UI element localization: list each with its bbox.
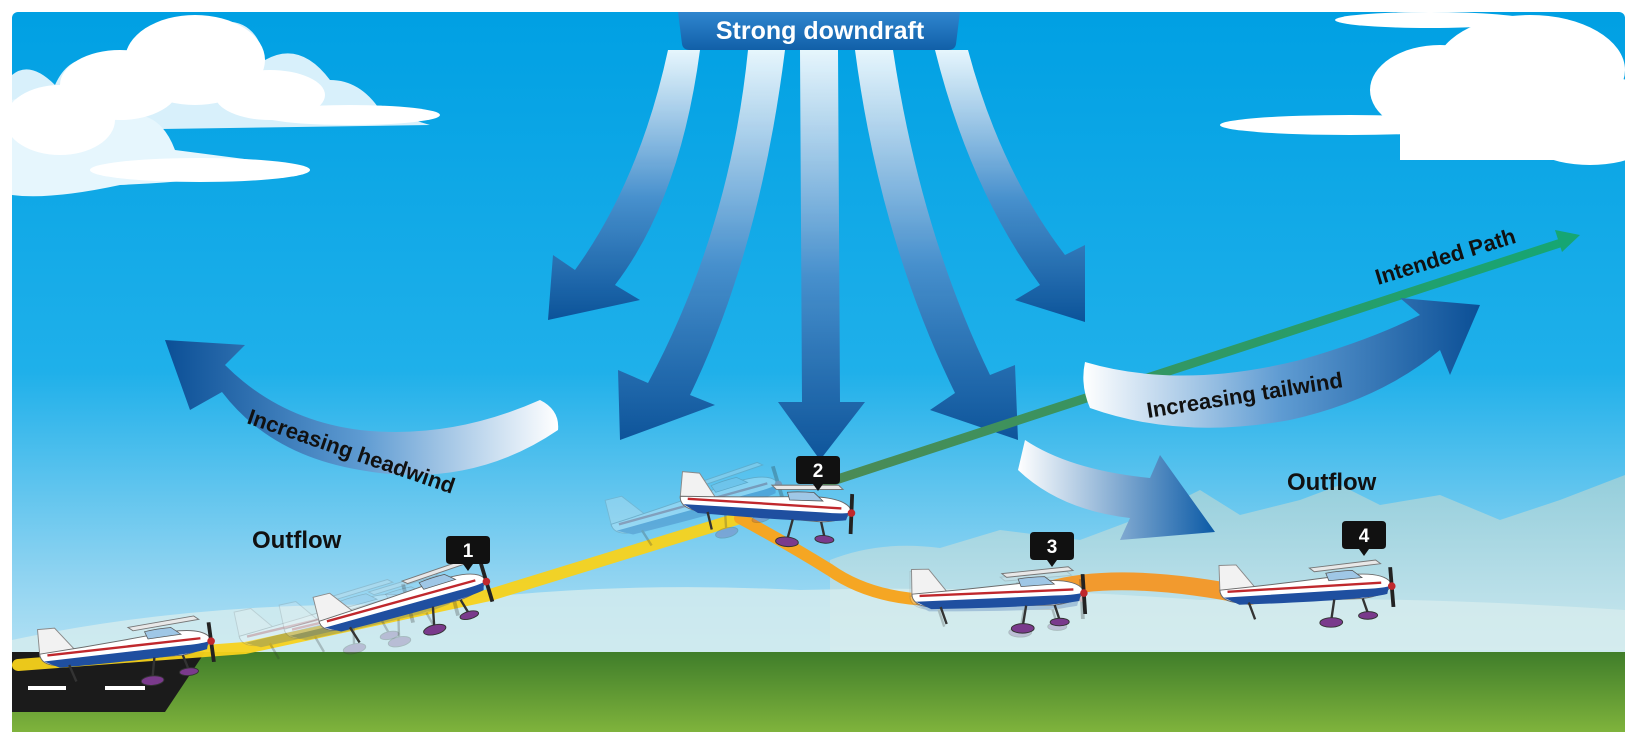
ground — [12, 652, 1625, 732]
downdraft-arrow-icon — [618, 50, 785, 440]
downdraft-arrow-icon — [548, 50, 700, 320]
airplane-icon — [911, 566, 1088, 634]
outflow-label-right: Outflow — [1287, 469, 1377, 496]
runway-marking — [105, 686, 145, 690]
downdraft-arrow-icon — [778, 50, 865, 460]
runway-marking — [28, 686, 66, 690]
airplane-icon — [1218, 559, 1396, 628]
position-badge-label: 4 — [1359, 526, 1370, 547]
cloud-icon — [5, 15, 440, 197]
position-badge-2: 2 — [796, 456, 840, 491]
position-badge-4: 4 — [1342, 521, 1386, 556]
airplane-icon — [679, 471, 856, 548]
downdraft-arrow-icon — [855, 50, 1018, 440]
tailwind-arrow: Increasing tailwind — [1083, 298, 1480, 428]
position-badge-label: 2 — [813, 461, 824, 482]
outflow-arrow — [1018, 440, 1215, 540]
position-badge-1: 1 — [446, 536, 490, 571]
downdraft-arrow-icon — [935, 50, 1085, 322]
position-badge-label: 3 — [1047, 537, 1058, 558]
airplane-icon — [37, 615, 216, 686]
flight-path-segment — [734, 512, 936, 606]
outflow-label-left: Outflow — [252, 527, 342, 554]
position-badge-label: 1 — [463, 541, 474, 562]
position-badge-3: 3 — [1030, 532, 1074, 567]
downdraft-arrows — [548, 50, 1085, 460]
cloud-icon — [1220, 12, 1637, 165]
airplane-icon — [312, 558, 495, 644]
downdraft-banner-label: Strong downdraft — [716, 17, 925, 45]
downdraft-banner: Strong downdraft — [678, 12, 960, 50]
